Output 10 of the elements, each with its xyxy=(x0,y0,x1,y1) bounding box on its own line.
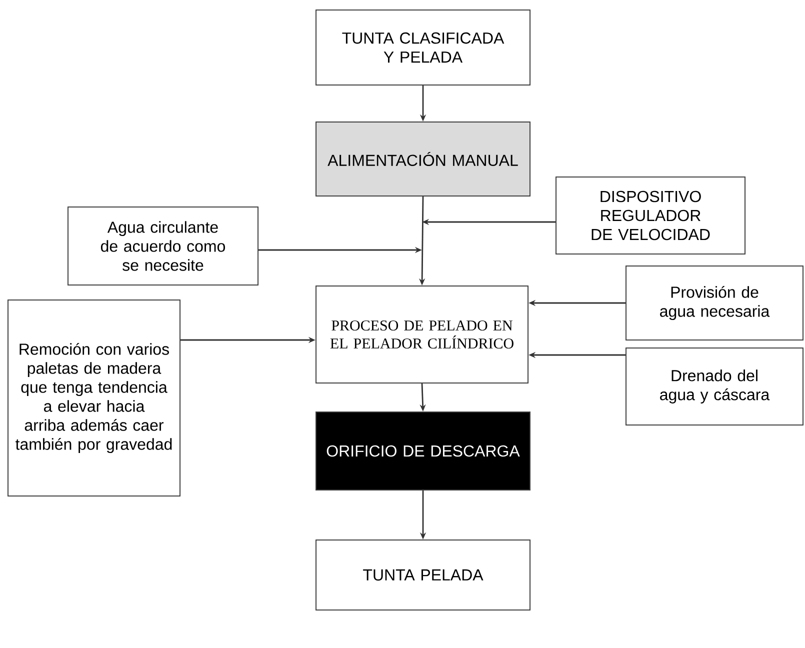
process-box: ALIMENTACIÓN MANUAL xyxy=(316,122,530,196)
process-box: ORIFICIO DE DESCARGA xyxy=(316,412,530,490)
process-box: PROCESO DE PELADO EN EL PELADOR CILÍNDRICO xyxy=(316,286,528,384)
input-box: Remoción con varios paletas de madera que tenga tendencia a elevar hacia arriba además caer también por gravedad xyxy=(8,300,180,496)
output-box: TUNTA PELADA xyxy=(316,540,530,610)
input-box: Agua circulante de acuerdo como se necesite xyxy=(68,206,258,286)
input-box: Drenado del agua y cáscara xyxy=(626,348,804,426)
process-box: TUNTA CLASIFICADA Y PELADA xyxy=(316,10,530,86)
input-box: DISPOSITIVO REGULADOR DE VELOCIDAD xyxy=(556,176,746,254)
input-box: Provisión de agua necesaria xyxy=(626,266,804,340)
